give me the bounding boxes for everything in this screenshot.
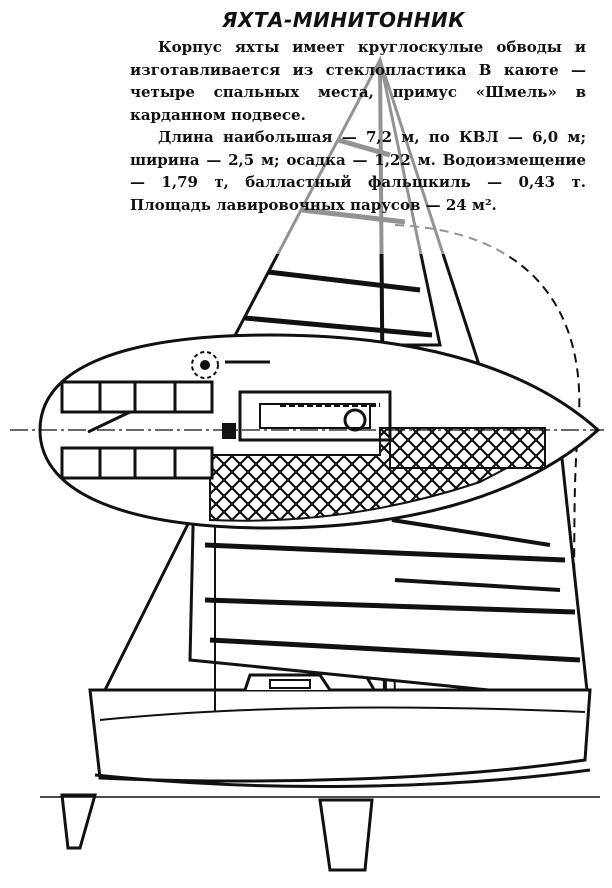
paragraph-specs: Длина наибольшая — 7,2 м, по КВЛ — 6,0 м… (130, 126, 586, 216)
paragraph-description: Корпус яхты имеет круглоскулые обводы и … (130, 36, 586, 126)
hull-profile (40, 655, 600, 872)
article-title: ЯХТА-МИНИТОННИК (222, 8, 466, 32)
paragraph-specs-text: Длина наибольшая — 7,2 м, по КВЛ — 6,0 м… (130, 128, 586, 214)
paragraph-description-text: Корпус яхты имеет круглоскулые обводы и … (130, 38, 586, 124)
